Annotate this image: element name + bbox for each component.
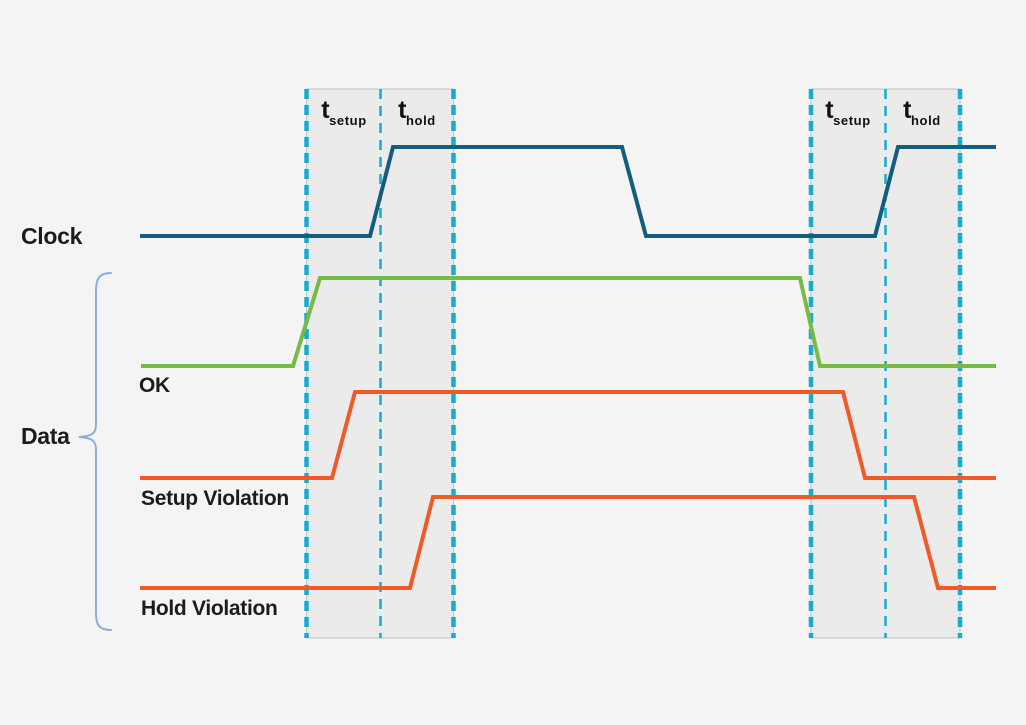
t-symbol: t [903,96,911,124]
t-symbol: t [825,96,834,124]
data-label: Data [21,423,70,449]
t-symbol: t [321,96,330,124]
hold-subscript: hold [405,113,436,128]
ok-waveform [141,276,996,368]
setup-violation-waveform [140,390,996,480]
ok-label: OK [139,374,170,397]
hold-violation-label: Hold Violation [141,597,278,620]
t-hold-label-window1: thold [357,96,477,128]
hold-violation-waveform [140,495,996,590]
t-setup-label-window2: tsetup [788,96,908,128]
setup-subscript: setup [329,113,367,128]
clock-label: Clock [21,223,83,249]
t-hold-label-window2: thold [862,96,982,128]
hold-subscript: hold [910,113,941,128]
clock-waveform [140,145,996,238]
t-setup-label-window1: tsetup [284,96,404,128]
setup-subscript: setup [833,113,871,128]
data-brace [78,272,112,631]
setup-violation-label: Setup Violation [141,487,289,510]
t-symbol: t [398,96,406,124]
